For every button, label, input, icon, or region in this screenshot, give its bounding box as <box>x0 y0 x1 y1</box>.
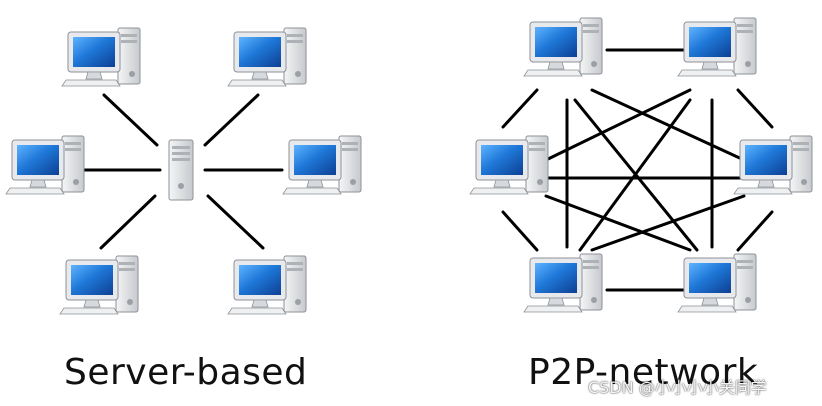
computer-icon <box>469 135 549 195</box>
link-line <box>99 194 157 250</box>
link-line <box>736 210 774 252</box>
computer-icon <box>282 135 362 195</box>
computer-icon <box>227 255 307 315</box>
link-line <box>501 210 539 252</box>
link-line <box>203 93 260 147</box>
link-line <box>590 194 746 252</box>
computer-icon <box>677 17 757 77</box>
link-line <box>736 88 774 129</box>
computer-icon <box>523 253 603 313</box>
computer-icon <box>59 255 139 315</box>
link-line <box>544 194 692 252</box>
server-based-diagram <box>82 93 284 250</box>
computer-icon <box>61 27 141 87</box>
p2p-diagram <box>501 48 774 292</box>
computer-icon <box>733 135 813 195</box>
watermark: CSDN @小小小小关同学 <box>588 378 767 397</box>
computer-icon <box>227 27 307 87</box>
server-based-caption: Server-based <box>64 352 308 393</box>
link-line <box>501 88 539 129</box>
p2p-network-caption: P2P-network <box>528 352 759 393</box>
link-line <box>578 98 692 252</box>
computer-icon <box>5 135 85 195</box>
computer-icon <box>677 253 757 313</box>
link-line <box>544 88 692 162</box>
link-line <box>102 93 159 147</box>
computer-icon <box>523 17 603 77</box>
server-icon <box>168 139 194 201</box>
link-line <box>590 88 746 162</box>
link-line <box>206 194 265 250</box>
